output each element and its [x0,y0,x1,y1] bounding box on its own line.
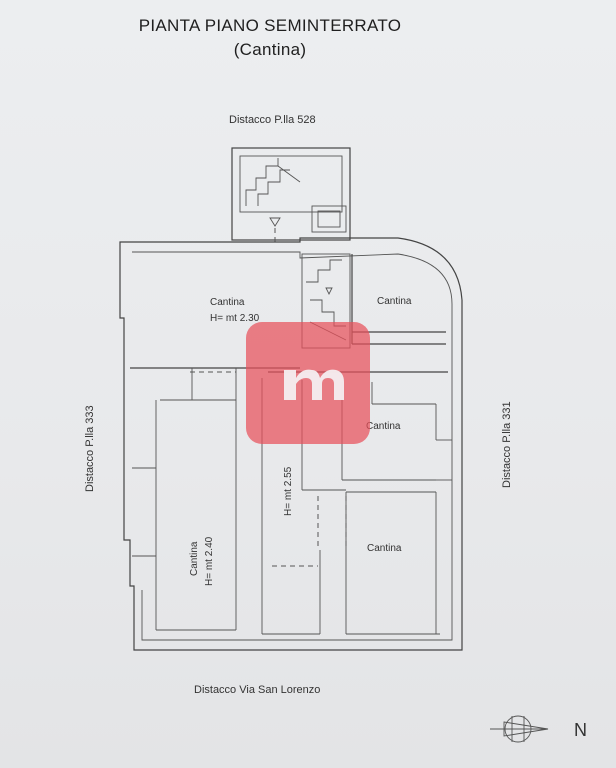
stair-tower [231,147,351,244]
outer-perimeter [119,237,463,651]
boundary-top-label: Distacco P.lla 528 [229,114,316,126]
boundary-bottom-label: Distacco Via San Lorenzo [194,684,321,696]
plan-title: PIANTA PIANO SEMINTERRATO [138,16,402,35]
watermark-m-icon [284,369,344,400]
room-cantina-4-label: Cantina [367,543,402,554]
room-cantina-5-label: Cantina [189,541,200,576]
room-cantina-1-label: Cantina [210,297,245,308]
room-cantina-5-height: H= mt 2.40 [204,536,215,586]
room-cantina-2-label: Cantina [377,296,412,307]
room-cantina-3-label: Cantina [366,421,401,432]
north-arrow-icon [490,715,549,743]
plan-subtitle: (Cantina) [233,40,307,59]
watermark-logo [246,322,370,444]
room-cantina-1-height: H= mt 2.30 [210,313,260,324]
corridor-height: H= mt 2.55 [283,466,294,516]
north-letter: N [574,720,587,740]
